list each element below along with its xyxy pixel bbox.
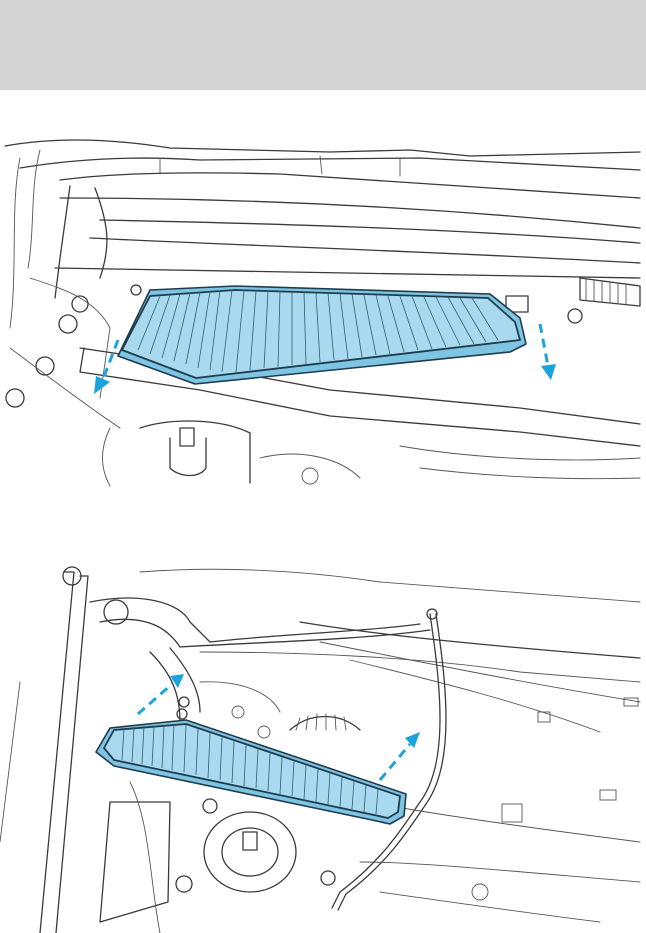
install-arrow-right — [380, 732, 420, 780]
cabin-air-filter-new — [96, 720, 406, 824]
page-header-band — [0, 0, 646, 90]
install-arrow-left — [138, 674, 184, 714]
removal-arrow-left — [94, 340, 118, 394]
cabin-filter-removal-illustration — [0, 128, 646, 490]
cabin-air-filter — [118, 286, 526, 384]
engine-bay-drawing-installation — [0, 562, 646, 933]
removal-arrow-right — [540, 324, 556, 380]
engine-bay-drawing-removal — [0, 128, 646, 490]
cabin-filter-installation-illustration — [0, 562, 646, 933]
